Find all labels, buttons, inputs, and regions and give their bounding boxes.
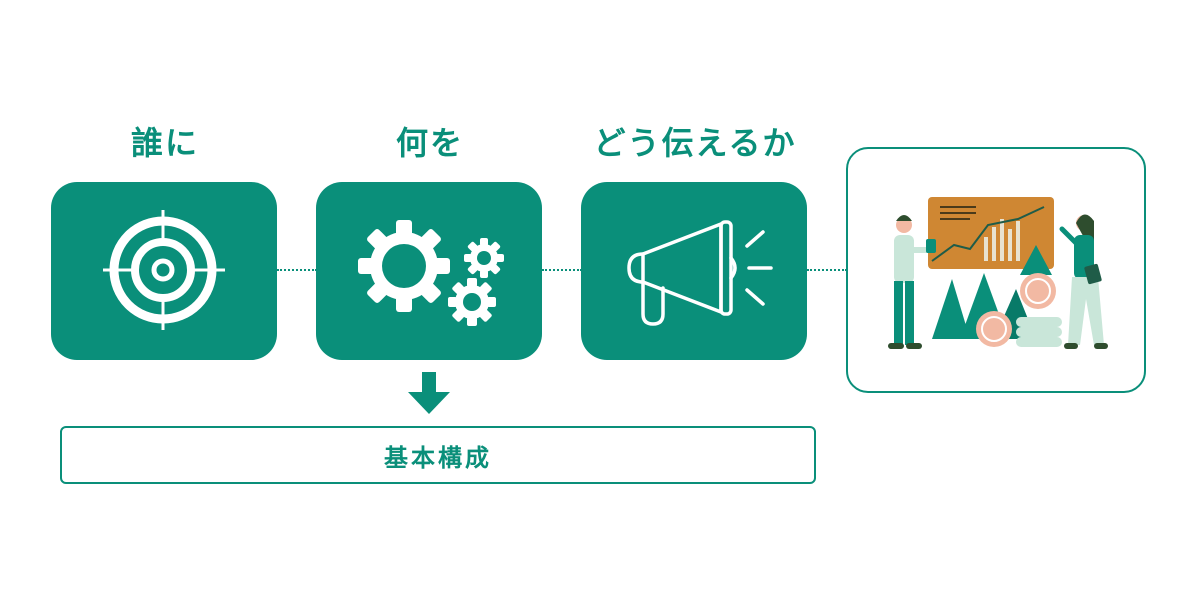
target-icon [103, 210, 225, 330]
step-card-how [581, 182, 807, 360]
step-label-who: 誰に [130, 124, 199, 162]
arrow-down-icon [408, 372, 450, 418]
result-label: 基本構成 [384, 443, 492, 472]
connector-line [807, 269, 847, 271]
megaphone-icon [627, 220, 773, 326]
business-presentation-illustration [888, 197, 1108, 349]
gears-icon [358, 220, 504, 326]
step-card-what [316, 182, 542, 360]
result-box: 基本構成 [60, 426, 816, 484]
illustration-frame [846, 147, 1146, 393]
connector-line [542, 269, 582, 271]
step-card-who [51, 182, 277, 360]
step-label-what: 何を [395, 124, 464, 162]
connector-line [277, 269, 317, 271]
step-label-how: どう伝えるか [593, 124, 797, 162]
